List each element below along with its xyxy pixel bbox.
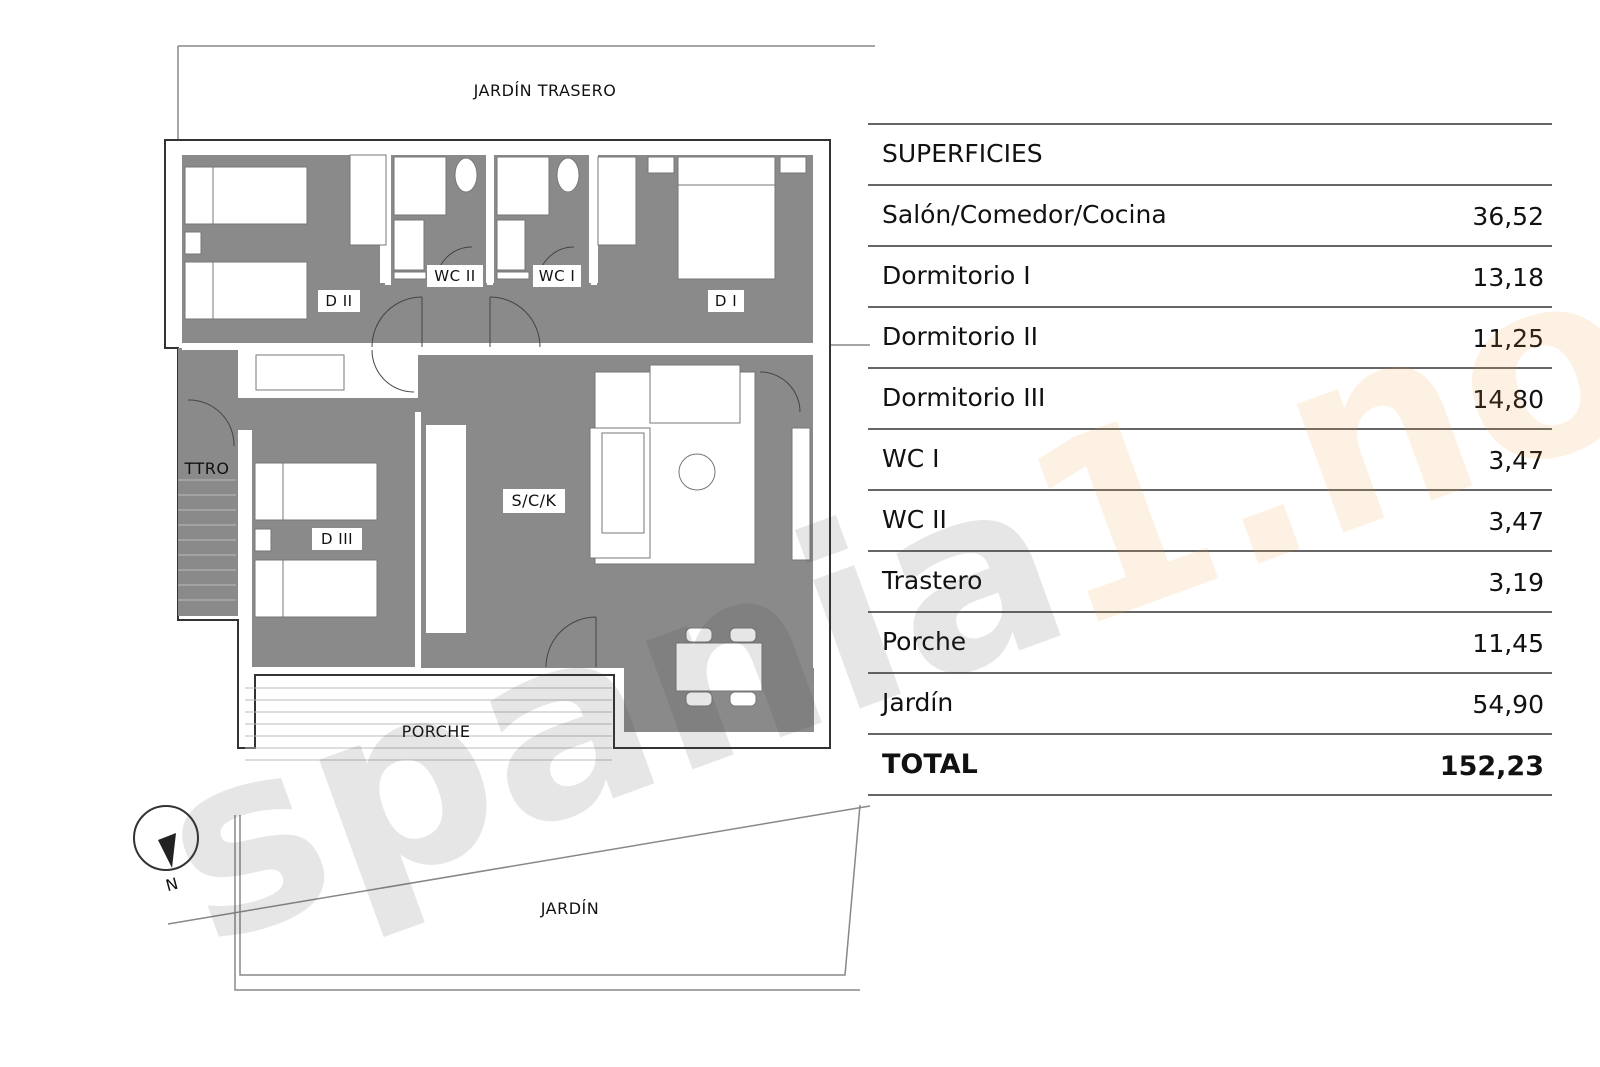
row-name: Jardín xyxy=(882,688,954,717)
room-ttro xyxy=(178,348,238,616)
row-name: Dormitorio I xyxy=(882,261,1031,290)
label-ttro: TTRO xyxy=(184,459,230,478)
row-value: 13,18 xyxy=(1472,263,1544,292)
superficies-table: SUPERFICIES Salón/Comedor/Cocina 36,52 D… xyxy=(868,123,1552,796)
label-d2: D II xyxy=(325,292,352,310)
label-d3: D III xyxy=(321,530,353,548)
north-compass: N xyxy=(133,805,199,896)
table-row: Porche 11,45 xyxy=(868,613,1552,674)
total-label: TOTAL xyxy=(882,749,978,780)
row-name: Dormitorio II xyxy=(882,322,1038,351)
label-d1: D I xyxy=(715,292,737,310)
table-header: SUPERFICIES xyxy=(868,123,1552,186)
porch-hatching xyxy=(245,687,612,761)
table-title: SUPERFICIES xyxy=(882,139,1043,168)
label-wc1: WC I xyxy=(539,267,576,285)
furniture xyxy=(184,154,811,707)
row-value: 14,80 xyxy=(1472,385,1544,414)
row-name: WC I xyxy=(882,444,940,473)
row-name: Salón/Comedor/Cocina xyxy=(882,200,1167,229)
table-row: WC II 3,47 xyxy=(868,491,1552,552)
row-value: 11,25 xyxy=(1472,324,1544,353)
table-row: Salón/Comedor/Cocina 36,52 xyxy=(868,186,1552,247)
label-jardin: JARDÍN xyxy=(540,899,600,918)
table-row: Trastero 3,19 xyxy=(868,552,1552,613)
row-name: Dormitorio III xyxy=(882,383,1046,412)
label-jardin-trasero: JARDÍN TRASERO xyxy=(473,81,617,100)
table-row: Dormitorio III 14,80 xyxy=(868,369,1552,430)
site-boundary xyxy=(167,45,875,991)
row-value: 3,19 xyxy=(1488,568,1544,597)
row-name: Porche xyxy=(882,627,967,656)
table-total-row: TOTAL 152,23 xyxy=(868,735,1552,796)
table-row: Dormitorio II 11,25 xyxy=(868,308,1552,369)
table-row: Jardín 54,90 xyxy=(868,674,1552,735)
total-value: 152,23 xyxy=(1439,751,1544,782)
row-name: WC II xyxy=(882,505,947,534)
table-row: WC I 3,47 xyxy=(868,430,1552,491)
row-value: 36,52 xyxy=(1472,202,1544,231)
room-corridor xyxy=(238,398,418,430)
label-sck: S/C/K xyxy=(511,491,556,510)
door-swings xyxy=(187,246,801,668)
table-row: Dormitorio I 13,18 xyxy=(868,247,1552,308)
compass-label: N xyxy=(164,874,181,896)
north-arrow-icon xyxy=(158,833,176,868)
row-value: 54,90 xyxy=(1472,690,1544,719)
row-value: 3,47 xyxy=(1488,507,1544,536)
label-wc2: WC II xyxy=(434,267,475,285)
row-name: Trastero xyxy=(882,566,983,595)
label-porche: PORCHE xyxy=(402,722,471,741)
row-value: 3,47 xyxy=(1488,446,1544,475)
row-value: 11,45 xyxy=(1472,629,1544,658)
